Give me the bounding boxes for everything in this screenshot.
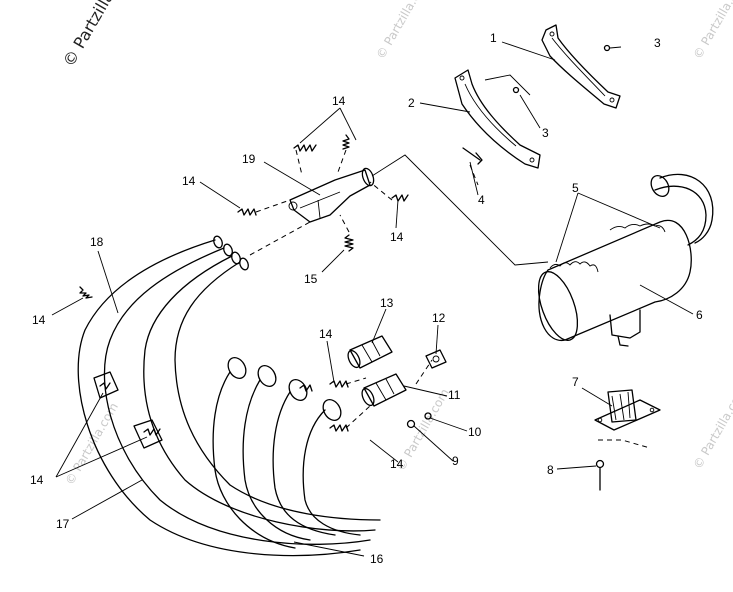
- callout-13: 13: [380, 296, 394, 310]
- callout-12: 12: [432, 311, 446, 325]
- callout-6: 6: [696, 308, 703, 322]
- part-19-y-pipe: [288, 167, 375, 223]
- assembly-lines: [249, 149, 651, 449]
- watermark: © Partzilla.com: [690, 384, 733, 471]
- callout-labels: 1 3 2 3 4 5 6 7 8 9 10 11 12 13 14 14 14…: [30, 31, 703, 566]
- callout-8: 8: [547, 463, 554, 477]
- watermark: © Partzilla.com: [373, 0, 431, 62]
- part-6-muffler: [537, 173, 714, 347]
- part-7-mount: [594, 389, 661, 431]
- part-2-bracket: [454, 69, 541, 169]
- callout-14: 14: [182, 174, 196, 188]
- part-10-washer: [424, 412, 432, 420]
- part-18-header-pipes: [77, 235, 381, 557]
- part-12-gasket: [425, 349, 447, 369]
- watermark-main: © Partzilla: [59, 0, 118, 70]
- part-13-sleeve: [347, 335, 393, 369]
- callout-18: 18: [90, 235, 104, 249]
- callout-2: 2: [408, 96, 415, 110]
- leader-lines: [51, 41, 694, 557]
- callout-19: 19: [242, 152, 256, 166]
- callout-3: 3: [542, 126, 549, 140]
- callout-3: 3: [654, 36, 661, 50]
- callout-14: 14: [30, 473, 44, 487]
- part-3-bolts: [512, 44, 622, 94]
- callout-1: 1: [490, 31, 497, 45]
- callout-14: 14: [390, 457, 404, 471]
- callout-17: 17: [56, 517, 70, 531]
- callout-15: 15: [304, 272, 318, 286]
- watermark: © Partzilla.com: [690, 0, 733, 62]
- part-8-bolt: [595, 459, 605, 491]
- part-16-front-headers: [212, 357, 361, 549]
- part-9-nut: [406, 419, 416, 429]
- callout-11: 11: [448, 388, 461, 402]
- part-14-springs: [79, 134, 409, 436]
- callout-4: 4: [478, 193, 485, 207]
- callout-7: 7: [572, 375, 579, 389]
- part-11-sleeve: [361, 373, 407, 407]
- callout-14: 14: [32, 313, 46, 327]
- callout-10: 10: [468, 425, 482, 439]
- part-4-bolt: [462, 147, 483, 165]
- callout-9: 9: [452, 454, 459, 468]
- callout-14: 14: [319, 327, 333, 341]
- callout-16: 16: [370, 552, 384, 566]
- callout-14: 14: [390, 230, 404, 244]
- callout-14: 14: [332, 94, 346, 108]
- part-1-bracket: [541, 24, 621, 109]
- part-15-spring: [344, 234, 354, 252]
- callout-5: 5: [572, 181, 579, 195]
